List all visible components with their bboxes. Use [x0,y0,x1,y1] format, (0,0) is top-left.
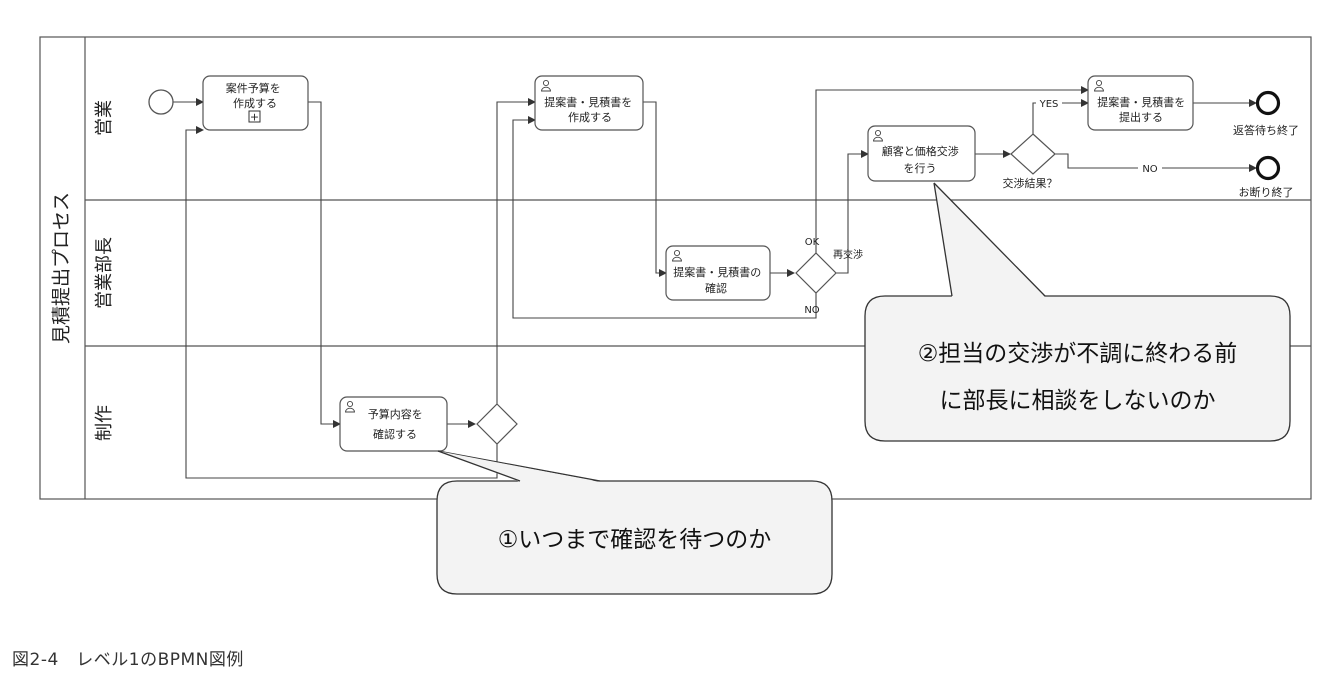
pool-label: 見積提出プロセス [51,192,73,344]
end-event-await [1255,90,1281,116]
user-icon [672,249,682,262]
user-icon [873,129,883,142]
task-submit-text: 提案書・見積書を 提出する [1097,95,1189,124]
gateway-negotiation-result-label: 交渉結果？ [1003,176,1058,190]
subprocess-marker-plus: + [250,111,259,124]
task-confirm-budget-line2: 確認する [373,427,417,441]
callout-2-pointer-right [933,182,1046,297]
gateway-production [476,403,518,445]
callout-1-pointer [437,450,601,482]
callout-1-pointer-fill [438,451,600,482]
lane-label-manager: 営業部長 [94,237,115,309]
flow-gateway-to-proposal [496,98,536,404]
callout-1-pointer-edge [437,450,521,482]
task-negotiate-line2: を行う [904,162,937,175]
flow-result-yes [1032,99,1089,134]
task-create-proposal-line2: 作成する [568,111,612,124]
task-create-proposal-line1: 提案書・見積書を [544,95,632,109]
task-confirm-budget-line1: 予算内容を [368,407,423,421]
flow-budget-to-confirm [308,101,341,428]
flow-label-renegotiate: 再交渉 [833,248,863,261]
end-label-await: 返答待ち終了 [1233,123,1299,137]
end-label-declined: お断り終了 [1239,185,1294,199]
task-create-proposal-text: 提案書・見積書を 作成する [544,95,636,124]
callout-1-bubble [436,480,833,595]
task-submit [1087,75,1194,131]
task-create-budget [202,75,309,131]
task-create-proposal [534,75,644,131]
task-negotiate-line1: 顧客と価格交渉 [882,144,959,158]
task-submit-line1: 提案書・見積書を [1097,95,1185,109]
flow-label-no: NO [1142,164,1157,175]
task-check-proposal-line1: 提案書・見積書の [673,265,761,279]
lane-label-sales: 営業 [94,100,115,136]
gateway-manager-review [795,252,837,294]
callout-2-text-line1: ②担当の交渉が不調に終わる前 [917,341,1238,367]
task-confirm-budget [339,396,448,452]
task-negotiate-text: 顧客と価格交渉 を行う [882,144,963,175]
task-check-proposal-text: 提案書・見積書の 確認 [673,265,765,295]
end-event-declined [1255,155,1281,181]
flow-label-review-no: NO [804,305,819,316]
figure-caption: 図2-4 レベル1のBPMN図例 [12,650,244,670]
user-icon [1094,79,1104,92]
lane-label-production: 制作 [94,405,115,441]
callout-2-text-line2: に部長に相談をしないのか [939,388,1216,414]
callout-2-pointer-left [933,182,953,297]
task-confirm-budget-text: 予算内容を 確認する [368,407,427,441]
gateway-negotiation-result [1010,133,1056,175]
callout-2-bubble [864,295,1291,442]
flow-label-yes: YES [1039,99,1059,110]
task-submit-line2: 提出する [1119,110,1163,124]
flow-proposal-to-check [643,101,667,277]
flow-gateway-no-to-proposal [512,116,817,319]
task-create-budget-line1: 案件予算を [226,81,281,95]
task-check-proposal-line2: 確認 [705,281,727,295]
label-bg-yes [1036,97,1062,109]
user-icon [345,400,355,413]
callout-1-text: ①いつまで確認を待つのか [497,527,772,553]
user-icon [541,79,551,92]
task-create-budget-line2: 作成する [233,97,277,110]
label-bg-no [1138,162,1162,174]
start-event [148,89,174,115]
task-create-budget-text: 案件予算を 作成する [226,81,285,110]
task-check-proposal [665,245,771,301]
flow-label-ok: OK [805,237,820,248]
flow-gateway-renegotiate [836,150,869,274]
task-negotiate [867,125,976,182]
subprocess-marker [248,110,261,123]
flow-gateway-ok-to-submit [815,86,1089,253]
